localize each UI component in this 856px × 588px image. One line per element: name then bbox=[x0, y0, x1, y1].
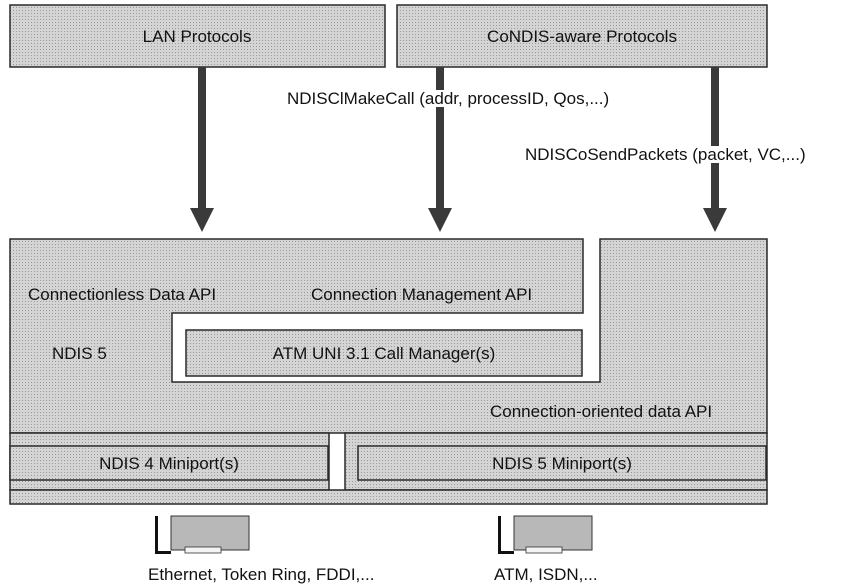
ndis4-miniport-label: NDIS 4 Miniport(s) bbox=[99, 454, 239, 473]
right-adapter-caption: ATM, ISDN,... bbox=[494, 565, 598, 584]
call-manager-label: ATM UNI 3.1 Call Manager(s) bbox=[272, 344, 496, 363]
connection-mgmt-api-label: Connection Management API bbox=[311, 285, 533, 304]
send-packets-label: NDISCoSendPackets (packet, VC,...) bbox=[524, 145, 807, 164]
call-manager-box bbox=[185, 329, 583, 377]
bus-bar bbox=[9, 489, 768, 505]
lan-protocols-box bbox=[9, 4, 386, 68]
arrow-send-packets bbox=[703, 67, 727, 232]
connection-oriented-api-label: Connection-oriented data API bbox=[490, 402, 713, 421]
lan-protocols-label: LAN Protocols bbox=[142, 27, 252, 46]
ndis5-miniport-box bbox=[357, 445, 767, 481]
network-card-icon bbox=[498, 515, 593, 554]
left-adapter-caption: Ethernet, Token Ring, FDDI,... bbox=[148, 565, 375, 584]
arrow-make-call bbox=[428, 67, 452, 232]
ndis-version-label: NDIS 5 bbox=[52, 344, 107, 363]
condis-protocols-box bbox=[396, 4, 768, 68]
network-card-icon bbox=[155, 515, 250, 554]
condis-protocols-label: CoNDIS-aware Protocols bbox=[487, 27, 677, 46]
make-call-label: NDISClMakeCall (addr, processID, Qos,...… bbox=[286, 89, 611, 108]
ndis4-miniport-box bbox=[9, 445, 329, 481]
ndis5-miniport-label: NDIS 5 Miniport(s) bbox=[492, 454, 632, 473]
arrow-lan bbox=[190, 67, 214, 232]
connectionless-api-label: Connectionless Data API bbox=[28, 285, 217, 304]
